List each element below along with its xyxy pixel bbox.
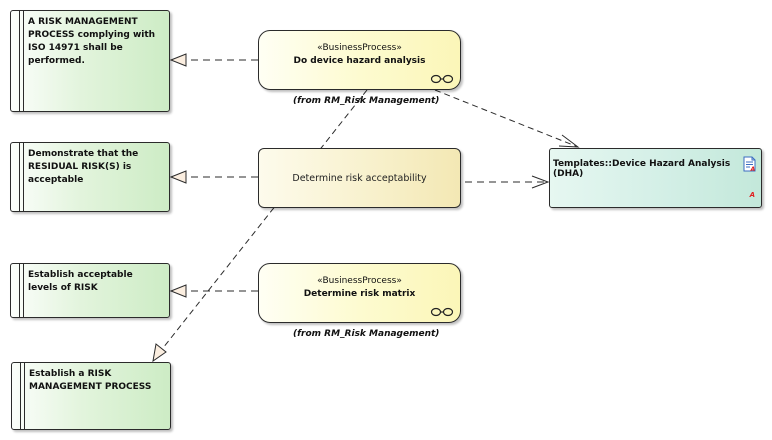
requirement-text: Establish acceptable levels of RISK: [28, 270, 133, 293]
stereotype-label: «BusinessProcess»: [317, 43, 402, 53]
document-icon: A: [743, 156, 756, 172]
artifact-marker: A: [749, 191, 755, 199]
business-process-icon: [430, 74, 454, 84]
business-process-hazard-analysis[interactable]: «BusinessProcess» Do device hazard analy…: [258, 30, 461, 90]
artifact-name: Templates::Device Hazard Analysis (DHA): [553, 159, 731, 179]
realization-arrowhead: [152, 343, 167, 363]
requirement-residual-risk[interactable]: Demonstrate that the RESIDUAL RISK(S) is…: [10, 142, 170, 212]
dependency-arrowhead: [558, 134, 580, 148]
realization-arrowhead: [169, 284, 187, 298]
requirement-text: A RISK MANAGEMENT PROCESS complying with…: [28, 17, 156, 66]
realization-arrowhead: [169, 170, 187, 184]
dependency-hazard-to-dha[interactable]: [434, 89, 579, 148]
business-process-icon: [430, 307, 454, 317]
requirement-risk-management-process[interactable]: Establish a RISK MANAGEMENT PROCESS: [11, 362, 171, 430]
activity-name: Determine risk acceptability: [292, 172, 427, 184]
requirement-text: Establish a RISK MANAGEMENT PROCESS: [29, 369, 152, 392]
svg-text:A: A: [750, 166, 756, 172]
artifact-device-hazard-analysis[interactable]: Templates::Device Hazard Analysis (DHA) …: [549, 148, 762, 208]
process-name: Do device hazard analysis: [293, 56, 426, 66]
business-process-risk-matrix[interactable]: «BusinessProcess» Determine risk matrix: [258, 263, 461, 323]
requirement-text: Demonstrate that the RESIDUAL RISK(S) is…: [28, 149, 139, 185]
dependency-arrowhead: [531, 175, 550, 189]
requirement-acceptable-levels[interactable]: Establish acceptable levels of RISK: [10, 263, 170, 318]
from-package-label: (from RM_Risk Management): [293, 329, 440, 339]
realization-arrowhead: [169, 53, 187, 67]
from-package-label: (from RM_Risk Management): [293, 96, 440, 106]
requirement-iso-14971[interactable]: A RISK MANAGEMENT PROCESS complying with…: [10, 10, 170, 112]
process-name: Determine risk matrix: [303, 289, 416, 299]
stereotype-label: «BusinessProcess»: [317, 276, 402, 286]
activity-risk-acceptability[interactable]: Determine risk acceptability: [258, 148, 461, 208]
